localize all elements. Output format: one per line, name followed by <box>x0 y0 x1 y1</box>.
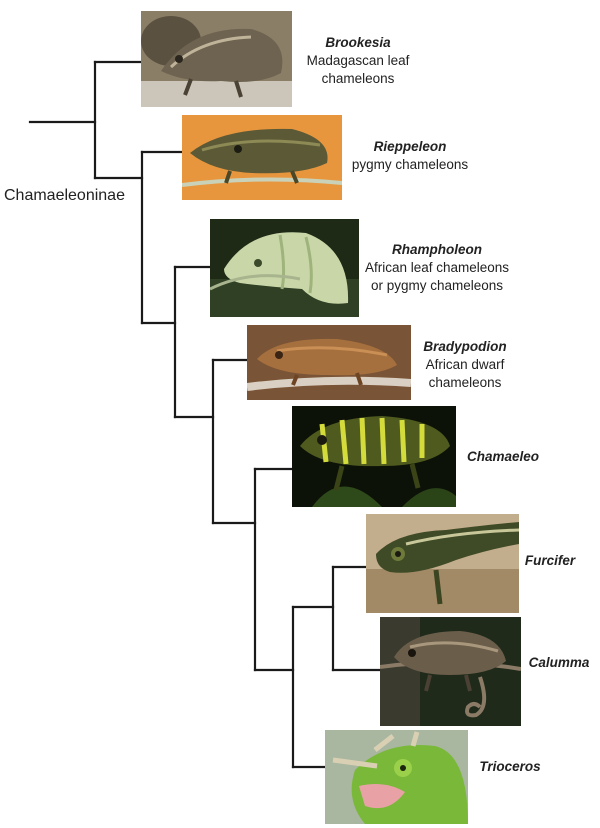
genus-name: Rieppeleon <box>373 139 447 154</box>
photo-furcifer <box>366 514 519 613</box>
common-name-line: chameleons <box>321 71 395 86</box>
taxon-label-rieppeleon: Rieppeleon pygmy chameleons <box>345 138 475 174</box>
common-name-line: African dwarf <box>425 357 505 372</box>
genus-name: Brookesia <box>325 35 391 50</box>
genus-name: Bradypodion <box>423 339 507 354</box>
common-name-line: Madagascan leaf <box>306 53 410 68</box>
taxon-label-calumma: Calumma <box>524 654 594 672</box>
photo-rieppeleon <box>182 115 342 200</box>
genus-name: Rhampholeon <box>392 242 482 257</box>
taxon-label-rhampholeon: Rhampholeon African leaf chameleons or p… <box>362 241 512 295</box>
photo-chamaeleo <box>292 406 456 507</box>
common-name-line: chameleons <box>428 375 502 390</box>
photo-bradypodion <box>247 325 411 400</box>
common-name-line: pygmy chameleons <box>351 157 469 172</box>
photo-trioceros <box>325 730 468 824</box>
genus-name: Trioceros <box>479 759 541 774</box>
photo-brookesia <box>141 11 292 107</box>
common-name-line: African leaf chameleons <box>364 260 510 275</box>
taxon-label-furcifer: Furcifer <box>518 552 582 570</box>
taxon-label-bradypodion: Bradypodion African dwarf chameleons <box>410 338 520 392</box>
taxon-label-trioceros: Trioceros <box>470 758 550 776</box>
genus-name: Furcifer <box>524 553 576 568</box>
photo-rhampholeon <box>210 219 359 317</box>
subfamily-label: Chamaeleoninae <box>4 187 125 204</box>
photo-calumma <box>380 617 521 726</box>
taxon-label-chamaeleo: Chamaeleo <box>458 448 548 466</box>
genus-name: Chamaeleo <box>466 449 540 464</box>
genus-name: Calumma <box>528 655 590 670</box>
common-name-line: or pygmy chameleons <box>370 278 504 293</box>
taxon-label-brookesia: Brookesia Madagascan leaf chameleons <box>292 34 424 88</box>
